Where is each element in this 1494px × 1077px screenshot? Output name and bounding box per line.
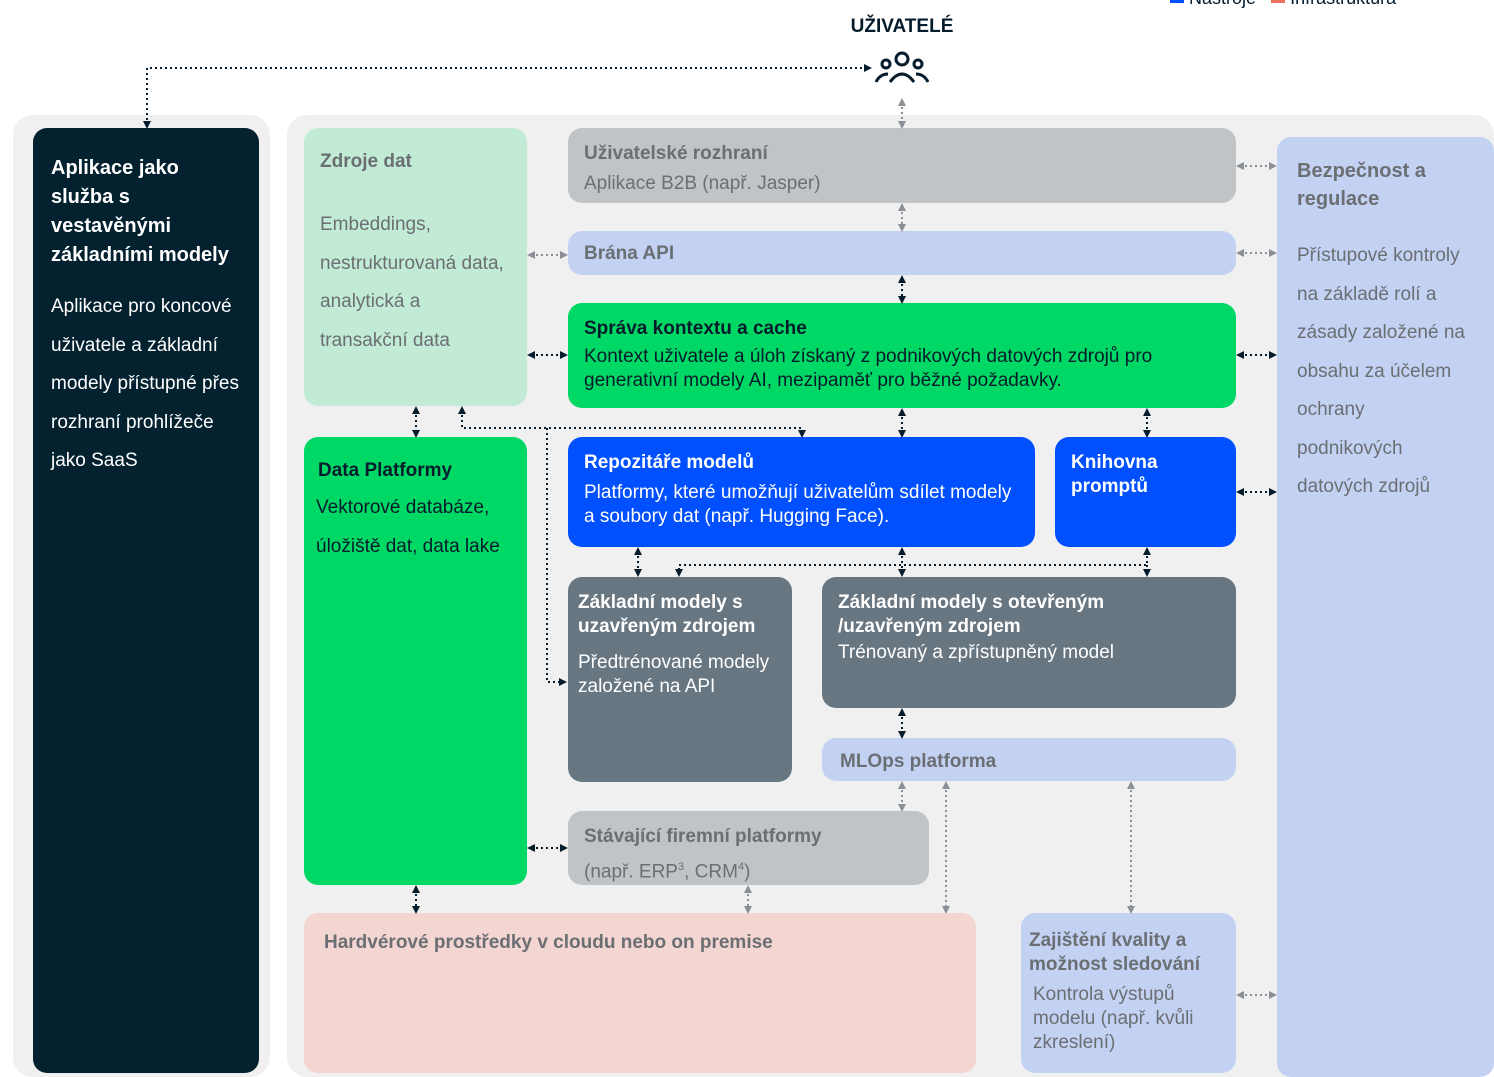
- existing-platforms-box: Stávající firemní platformy (např. ERP3,…: [568, 811, 929, 885]
- prompt-library-title: Knihovna promptů: [1071, 452, 1158, 497]
- quality-box: Zajištění kvality a možnost sledování Ko…: [1021, 913, 1236, 1073]
- saas-desc: Aplikace pro koncové uživatele a základn…: [51, 296, 239, 471]
- model-repos-desc: Platformy, které umožňují uživatelům sdí…: [584, 482, 1012, 527]
- users-icon: [872, 50, 932, 86]
- ui-layer-desc: Aplikace B2B (např. Jasper): [584, 173, 821, 194]
- security-title: Bezpečnost a regulace: [1297, 160, 1426, 210]
- mlops-title: MLOps platforma: [840, 751, 997, 772]
- hardware-box: Hardvérové prostředky v cloudu nebo on p…: [304, 913, 976, 1073]
- open-models-box: Základní modely s otevřeným /uzavřeným z…: [822, 577, 1236, 708]
- prompt-library-box: Knihovna promptů: [1055, 437, 1236, 547]
- open-models-desc: Trénovaný a zpřístupněný model: [838, 642, 1115, 663]
- model-repos-box: Repozitáře modelů Platformy, které umožň…: [568, 437, 1035, 547]
- legend: Nástroje Infrastruktura: [1170, 0, 1396, 10]
- data-sources-desc: Embeddings, nestrukturovaná data, analyt…: [320, 214, 504, 351]
- context-box: Správa kontextu a cache Kontext uživatel…: [568, 303, 1236, 408]
- legend-infra-swatch: [1271, 0, 1286, 4]
- legend-infra-label: Infrastruktura: [1290, 0, 1396, 8]
- ui-layer-title: Uživatelské rozhraní: [584, 143, 768, 164]
- api-gateway-box: Brána API: [568, 231, 1236, 275]
- hardware-title: Hardvérové prostředky v cloudu nebo on p…: [324, 932, 773, 953]
- context-title: Správa kontextu a cache: [584, 318, 807, 339]
- quality-desc: Kontrola výstupů modelu (např. kvůli zkr…: [1033, 984, 1194, 1053]
- data-platform-desc: Vektorové databáze, úložiště dat, data l…: [316, 497, 500, 557]
- data-sources-box: Zdroje dat Embeddings, nestrukturovaná d…: [304, 128, 527, 406]
- data-sources-title: Zdroje dat: [320, 151, 412, 172]
- security-box: Bezpečnost a regulace Přístupové kontrol…: [1277, 137, 1494, 1077]
- saas-title: Aplikace jako služba s vestavěnými zákla…: [51, 157, 229, 266]
- api-gateway-title: Brána API: [584, 243, 675, 264]
- existing-platforms-desc: (např. ERP3, CRM4): [584, 861, 751, 883]
- legend-tools-swatch: [1170, 0, 1184, 4]
- model-repos-title: Repozitáře modelů: [584, 452, 754, 473]
- saas-box: Aplikace jako služba s vestavěnými zákla…: [33, 128, 259, 1073]
- mlops-box: MLOps platforma: [822, 738, 1236, 781]
- closed-models-box: Základní modely s uzavřeným zdrojem Před…: [568, 577, 792, 782]
- users-label: UŽIVATELÉ: [850, 16, 954, 37]
- legend-tools-label: Nástroje: [1189, 0, 1256, 8]
- data-platform-title: Data Platformy: [318, 460, 453, 481]
- context-desc: Kontext uživatele a úloh získaný z podni…: [584, 346, 1153, 391]
- open-models-title: Základní modely s otevřeným /uzavřeným z…: [838, 592, 1105, 637]
- closed-models-desc: Předtrénované modely založené na API: [578, 652, 770, 697]
- closed-models-title: Základní modely s uzavřeným zdrojem: [578, 592, 756, 637]
- security-desc: Přístupové kontroly na základě rolí a zá…: [1297, 245, 1465, 497]
- ui-layer-box: Uživatelské rozhraní Aplikace B2B (např.…: [568, 128, 1236, 203]
- existing-platforms-title: Stávající firemní platformy: [584, 826, 822, 847]
- data-platform-box: Data Platformy Vektorové databáze, úloži…: [304, 437, 527, 885]
- quality-title: Zajištění kvality a možnost sledování: [1029, 930, 1201, 975]
